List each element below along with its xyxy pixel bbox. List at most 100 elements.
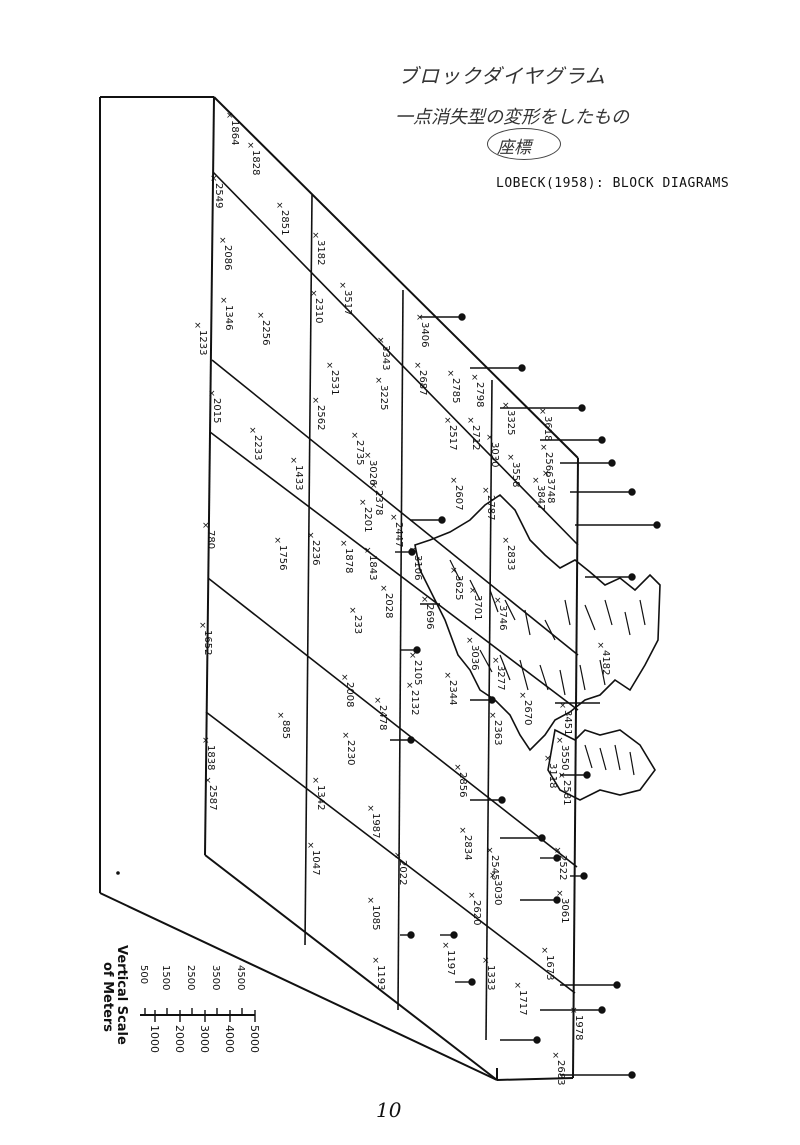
spot-heights: 1864×1828×2549×2851×3182×2086×1346×2256×… — [194, 111, 611, 1085]
spot-height-marker: × — [570, 1006, 578, 1016]
spot-height-marker: × — [486, 846, 494, 856]
spot-height-marker: × — [367, 804, 375, 814]
spot-height-marker: × — [274, 536, 282, 546]
spot-height-label: 2447 — [393, 522, 404, 547]
spot-height-label: 3118 — [547, 763, 558, 788]
page-number: 10 — [376, 1098, 402, 1122]
spot-height-label: 2687 — [417, 370, 428, 395]
spot-height-label: 2344 — [447, 680, 458, 705]
spot-height-marker: × — [541, 946, 549, 956]
spot-height-label: 2522 — [557, 855, 568, 880]
spot-height-marker: × — [390, 513, 398, 523]
vertical-scale: 500040003000200010004500350025001500500 … — [100, 945, 261, 1053]
scale-title-line2: of Meters — [100, 962, 115, 1032]
spot-height-label: 1652 — [202, 630, 213, 655]
spot-height-label: 2712 — [470, 425, 481, 450]
spot-height-label: 1433 — [293, 465, 304, 490]
terrain-relief — [414, 493, 661, 801]
spot-height-marker: × — [489, 871, 497, 881]
spot-height-marker: × — [202, 736, 210, 746]
spot-height-marker: × — [377, 336, 385, 346]
spot-height-marker: × — [204, 776, 212, 786]
spot-height-marker: × — [226, 111, 234, 121]
spot-height-marker: × — [364, 451, 372, 461]
spot-height-marker: × — [532, 476, 540, 486]
spot-height-label: 3618 — [542, 416, 553, 441]
spot-height-label: 2233 — [252, 435, 263, 460]
spot-height-marker: × — [199, 621, 207, 631]
spot-height-label: 2735 — [354, 440, 365, 465]
spot-height-marker: × — [519, 691, 527, 701]
spot-height-label: 2132 — [409, 690, 420, 715]
spot-height-marker: × — [554, 846, 562, 856]
spot-height-marker: × — [307, 531, 315, 541]
spot-height-marker: × — [542, 469, 550, 479]
spot-height-label: 2549 — [213, 183, 224, 208]
spot-height-label: 2833 — [505, 545, 516, 570]
spot-height-label: 2230 — [345, 740, 356, 765]
spot-height-marker: × — [489, 711, 497, 721]
title-japanese: ブロックダイヤグラム — [398, 64, 606, 88]
spot-height-label: 3061 — [559, 898, 570, 923]
scale-minor-label: 1500 — [160, 965, 171, 990]
spot-height-marker: × — [414, 361, 422, 371]
spot-height-label: 2236 — [310, 540, 321, 565]
spot-height-marker: × — [558, 771, 566, 781]
spot-height-marker: × — [482, 956, 490, 966]
spot-height-marker: × — [349, 606, 357, 616]
spot-height-marker: × — [290, 456, 298, 466]
spot-height-label: 2105 — [412, 660, 423, 685]
spot-height-label: 3325 — [505, 410, 516, 435]
spot-height-label: 1047 — [310, 850, 321, 875]
spot-height-marker: × — [502, 536, 510, 546]
spot-height-marker: × — [468, 891, 476, 901]
spot-height-marker: × — [416, 313, 424, 323]
spot-height-marker: × — [444, 416, 452, 426]
spot-height-label: 2310 — [313, 298, 324, 323]
spot-height-label: 1828 — [250, 150, 261, 175]
scale-minor-label: 500 — [138, 965, 149, 984]
spot-height-label: 3036 — [469, 645, 480, 670]
spot-height-marker: × — [210, 174, 218, 184]
spot-height-label: 1756 — [277, 545, 288, 570]
spot-height-marker: × — [540, 443, 548, 453]
spot-height-marker: × — [469, 586, 477, 596]
spot-height-marker: × — [539, 407, 547, 417]
spot-height-marker: × — [340, 539, 348, 549]
spot-height-marker: × — [450, 566, 458, 576]
spot-height-label: 1193 — [375, 965, 386, 990]
spot-height-marker: × — [409, 651, 417, 661]
spot-height-label: 3106 — [412, 555, 423, 580]
spot-height-label: 780 — [205, 530, 216, 549]
spot-height-label: 2856 — [457, 772, 468, 797]
spot-height-marker: × — [375, 376, 383, 386]
spot-height-marker: × — [249, 426, 257, 436]
spot-height-label: 1233 — [197, 330, 208, 355]
spot-height-label: 2683 — [555, 1060, 566, 1085]
spot-height-label: 1085 — [370, 905, 381, 930]
spot-height-label: 1346 — [223, 305, 234, 330]
spot-height-label: 2517 — [447, 425, 458, 450]
spot-height-marker: × — [514, 981, 522, 991]
spot-height-marker: × — [380, 584, 388, 594]
spot-height-marker: × — [556, 889, 564, 899]
spot-height-marker: × — [459, 826, 467, 836]
spot-height-label: 3701 — [472, 595, 483, 620]
spot-height-label: 1978 — [573, 1015, 584, 1040]
spot-height-marker: × — [277, 711, 285, 721]
spot-height-marker: × — [359, 498, 367, 508]
spot-height-label: 3748 — [545, 478, 556, 503]
spot-height-label: 3277 — [495, 665, 506, 690]
spot-height-label: 2201 — [362, 507, 373, 532]
spot-height-marker: × — [312, 231, 320, 241]
spot-height-label: 2587 — [207, 785, 218, 810]
scale-major-label: 5000 — [248, 1025, 261, 1053]
spot-height-label: 2363 — [492, 720, 503, 745]
spot-height-label: 2834 — [462, 835, 473, 860]
spot-height-label: 3517 — [342, 290, 353, 315]
spot-height-label: 3026 — [367, 460, 378, 485]
coordinate-note-japanese: 座標 — [497, 138, 531, 158]
spot-height-label: 1838 — [205, 745, 216, 770]
spot-height-label: 2696 — [424, 604, 435, 629]
subtitle-japanese: 一点消失型の変形をしたもの — [395, 107, 629, 128]
